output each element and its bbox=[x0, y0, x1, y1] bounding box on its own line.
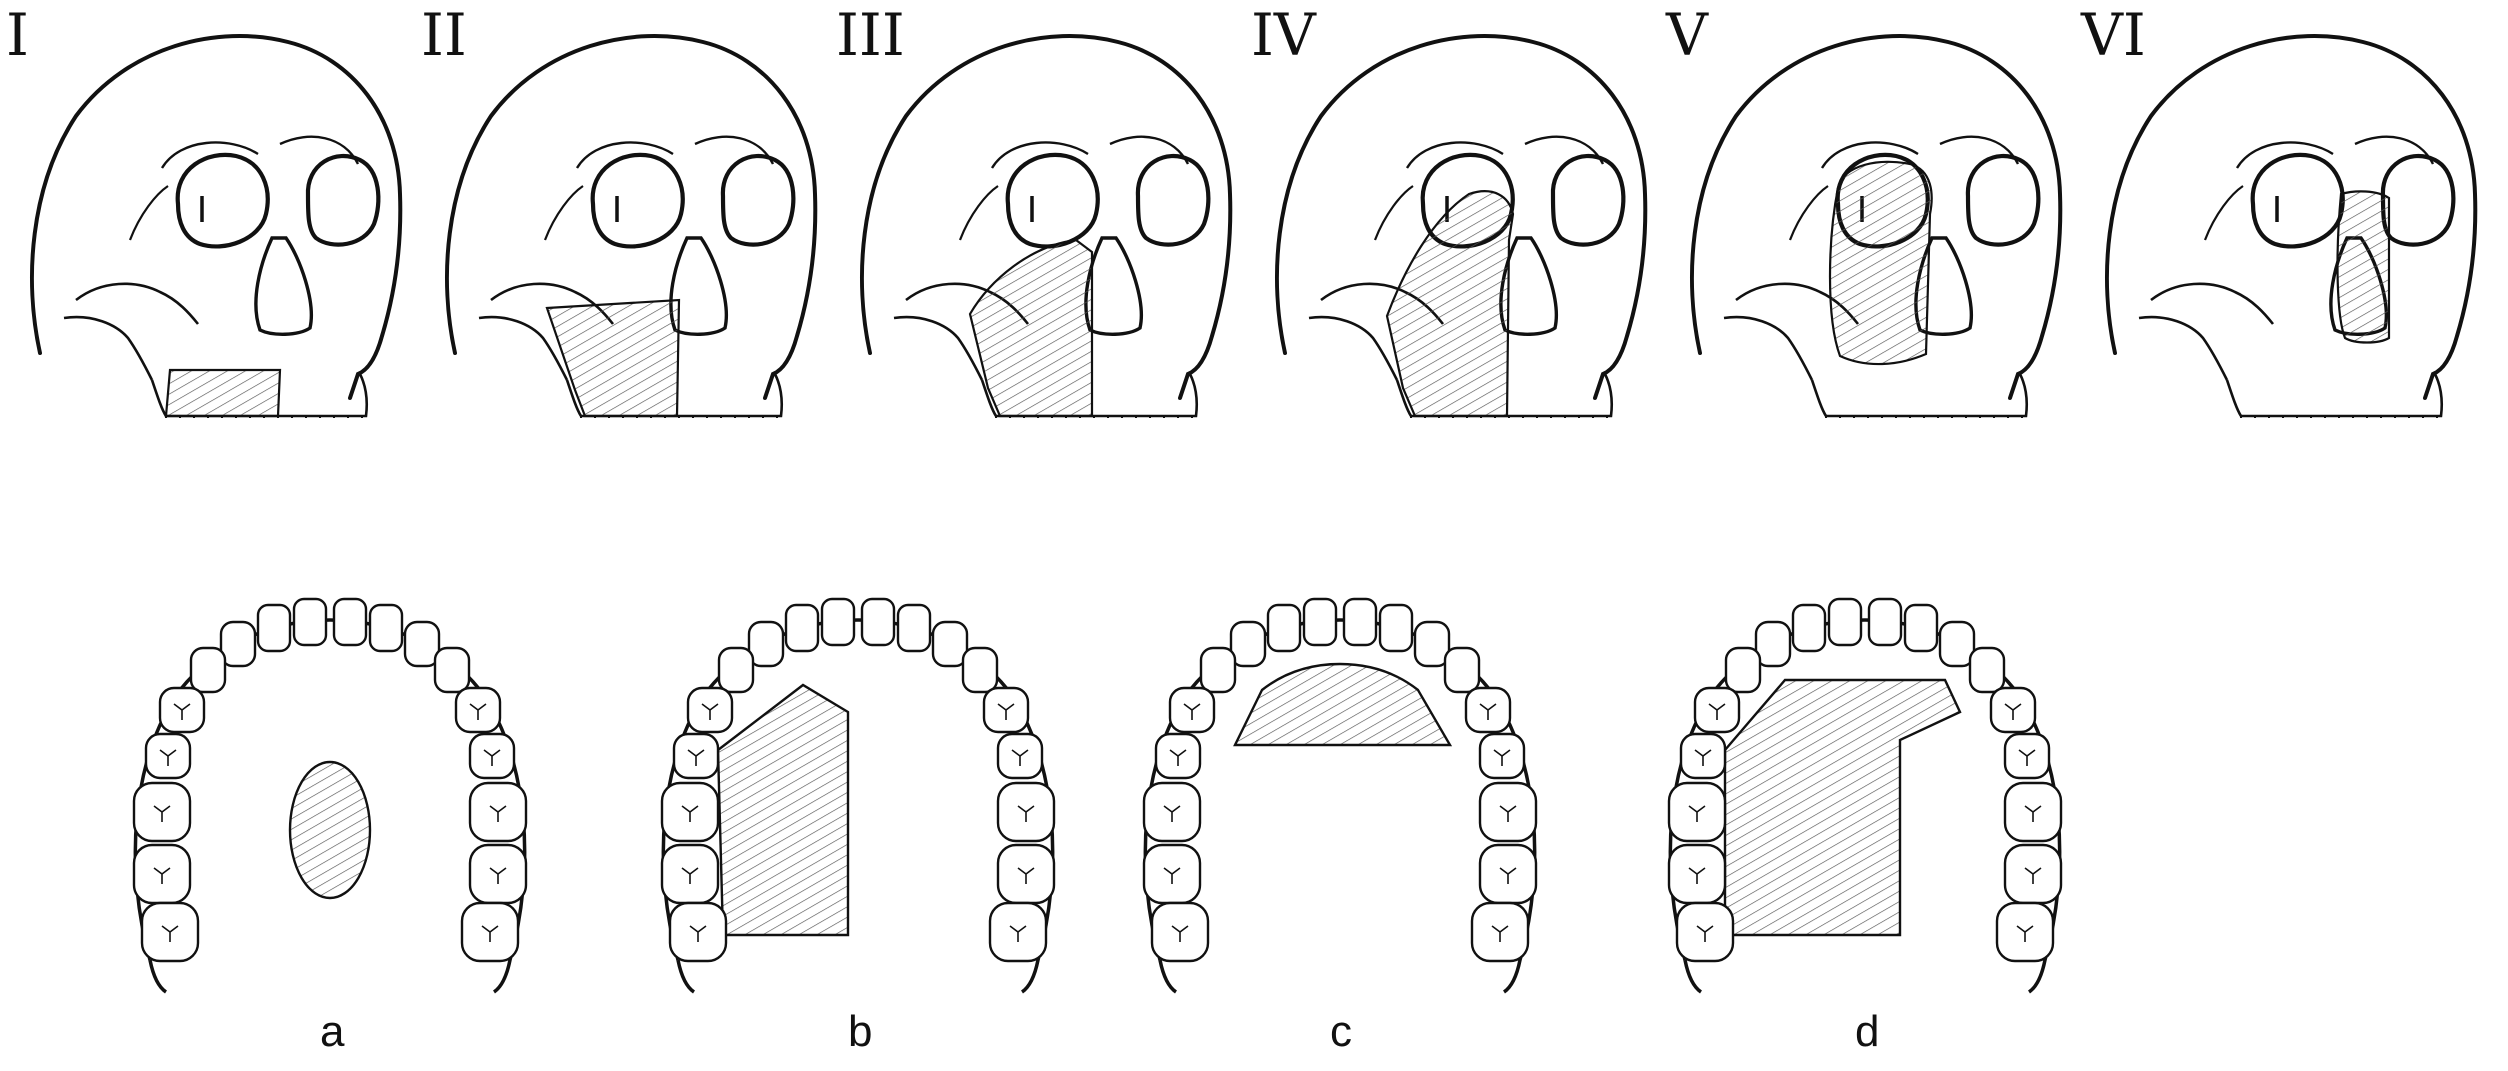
class-label: V bbox=[1666, 1, 1708, 69]
defect-region bbox=[1233, 662, 1453, 747]
defect-region bbox=[716, 683, 850, 937]
defect-region bbox=[968, 238, 1094, 418]
subclass-label: a bbox=[320, 1007, 345, 1056]
defect-region bbox=[545, 298, 681, 418]
defect-region bbox=[164, 368, 282, 418]
skull-diagram bbox=[1277, 36, 1645, 428]
subclass-label: d bbox=[1855, 1007, 1880, 1056]
palate-diagram bbox=[660, 597, 1056, 994]
skull-row bbox=[32, 36, 2475, 428]
palate-diagram bbox=[132, 597, 528, 994]
subclass-label: c bbox=[1330, 1007, 1352, 1056]
subclass-label: b bbox=[848, 1007, 873, 1056]
skull-diagram bbox=[2107, 36, 2475, 428]
class-label: IV bbox=[1251, 1, 1316, 69]
class-label: I bbox=[6, 1, 29, 69]
palate-row bbox=[132, 597, 2063, 994]
palate-diagram bbox=[1667, 597, 2063, 994]
defect-region bbox=[1723, 678, 1962, 937]
skull-diagram bbox=[447, 36, 815, 428]
class-label: III bbox=[836, 1, 905, 69]
defect-region bbox=[2336, 190, 2391, 344]
class-label: VI bbox=[2081, 1, 2146, 69]
defect-region bbox=[1828, 160, 1933, 366]
skull-diagram bbox=[32, 36, 400, 428]
skull-diagram bbox=[862, 36, 1230, 428]
defect-region bbox=[1385, 190, 1515, 418]
class-label: II bbox=[421, 1, 467, 69]
skull-diagram bbox=[1692, 36, 2060, 428]
defect-region bbox=[288, 760, 372, 900]
palate-diagram bbox=[1142, 597, 1538, 994]
